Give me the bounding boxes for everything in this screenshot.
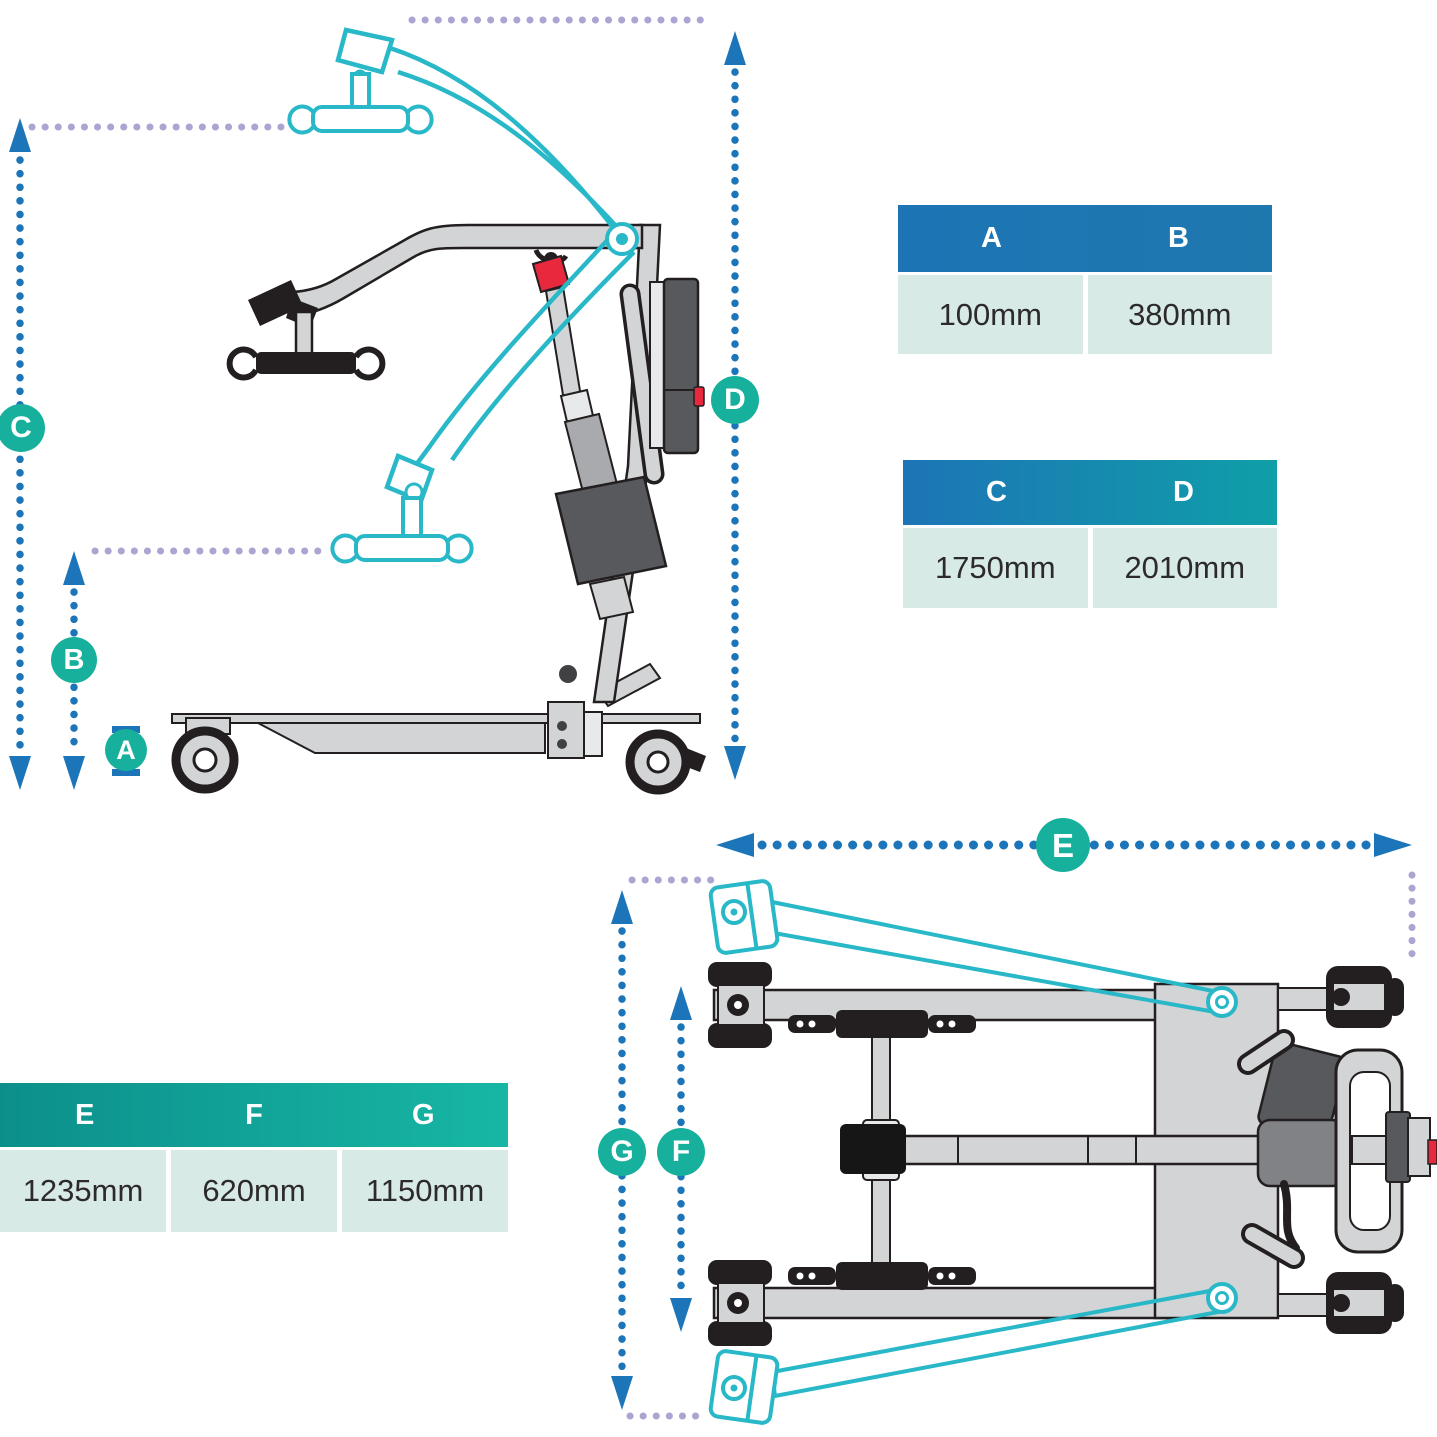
table-header-c: C — [986, 476, 1007, 508]
dimension-table-cd: C D 1750mm 2010mm — [903, 460, 1277, 608]
table-value-g: 1150mm — [342, 1150, 508, 1232]
dimension-table-ab: A B 100mm 380mm — [898, 205, 1272, 354]
boom-low-position-outline — [330, 232, 636, 564]
table-efg-values: 1235mm 620mm 1150mm — [0, 1150, 508, 1232]
table-header-a: A — [981, 222, 1002, 254]
table-value-c: 1750mm — [903, 528, 1088, 608]
boom-raised-position-outline — [287, 27, 637, 249]
side-view-illustration — [171, 27, 706, 795]
table-value-f: 620mm — [171, 1150, 337, 1232]
dim-label-e: E — [1036, 818, 1090, 872]
table-header-d: D — [1173, 476, 1194, 508]
table-ab-values: 100mm 380mm — [898, 275, 1272, 354]
table-header-e: E — [74, 1098, 95, 1131]
spreader-bar-lowered — [226, 298, 386, 381]
control-cable — [1280, 1180, 1300, 1252]
dim-label-g: G — [598, 1128, 646, 1176]
dim-label-d: D — [711, 376, 759, 424]
actuator — [531, 248, 668, 621]
dimension-line-c — [9, 118, 31, 790]
table-value-b: 380mm — [1087, 275, 1272, 354]
dimension-table-efg: E F G 1235mm 620mm 1150mm — [0, 1083, 508, 1232]
dim-label-c: C — [0, 404, 45, 452]
actuator-motor — [554, 475, 668, 586]
dim-label-a: A — [105, 729, 147, 771]
table-cd-values: 1750mm 2010mm — [903, 528, 1277, 608]
table-value-d: 2010mm — [1092, 528, 1277, 608]
emergency-button — [693, 386, 705, 407]
table-header-b: B — [1168, 222, 1189, 254]
top-view-front-wheel-upper — [708, 962, 772, 1048]
top-view-illustration — [708, 879, 1437, 1425]
table-value-a: 100mm — [898, 275, 1083, 354]
top-view-front-wheel-lower — [708, 1260, 772, 1346]
table-value-e: 1235mm — [0, 1150, 166, 1232]
hoist-base — [171, 701, 701, 759]
top-view-rear-wheel-lower — [1277, 1272, 1404, 1334]
rear-caster-wheel — [625, 729, 706, 795]
top-view-pump-handle — [1334, 1048, 1437, 1254]
boom-pivot — [605, 222, 639, 256]
front-caster-wheel — [171, 717, 239, 794]
table-header-g: G — [412, 1098, 435, 1131]
dim-label-f: F — [657, 1128, 705, 1176]
top-view-rear-wheel-upper — [1277, 966, 1404, 1028]
control-box — [649, 277, 705, 455]
table-cd-header: C D — [903, 460, 1277, 525]
dimension-line-d — [724, 31, 746, 780]
top-view-handle-grips — [1237, 1029, 1305, 1269]
table-header-f: F — [245, 1098, 263, 1131]
red-button — [1427, 1139, 1437, 1165]
dim-label-b: B — [51, 637, 97, 683]
top-view-leg-pivots — [1206, 986, 1238, 1314]
top-view-control-box — [1256, 1041, 1347, 1252]
table-ab-header: A B — [898, 205, 1272, 272]
top-view-leg-lower — [712, 1286, 1171, 1320]
table-efg-header: E F G — [0, 1083, 508, 1147]
